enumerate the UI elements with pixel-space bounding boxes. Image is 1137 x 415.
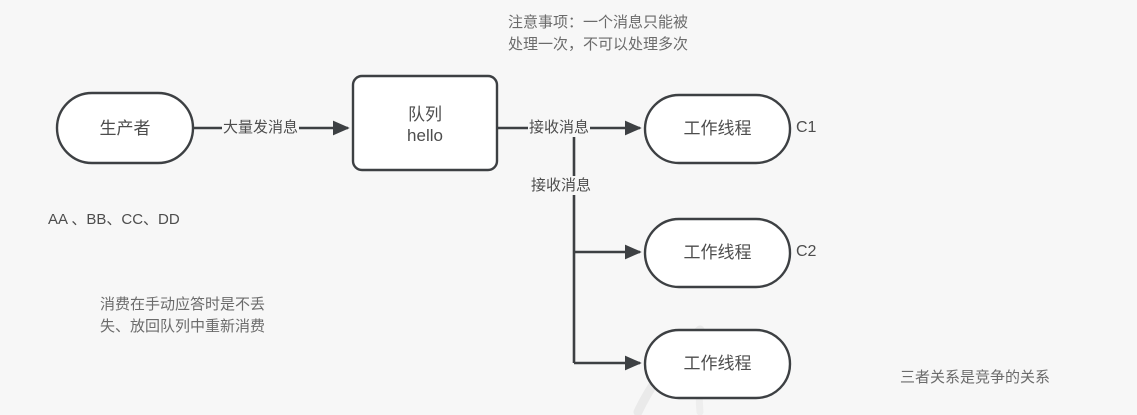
node-queue-shape <box>351 74 499 172</box>
node-producer-shape <box>55 91 195 165</box>
note-top: 注意事项：一个消息只能被 处理一次，不可以处理多次 <box>508 14 689 53</box>
edge-label-queue-to-worker1: 接收消息 <box>528 118 591 137</box>
note-manual-ack: 消费在手动应答时是不丢 失、放回队列中重新消费 <box>100 296 266 335</box>
node-worker1-shape <box>643 93 792 165</box>
edge-label-producer-to-queue: 大量发消息 <box>222 118 300 137</box>
worker1-tag: C1 <box>796 119 817 136</box>
message-list: AA 、BB、CC、DD <box>48 211 180 228</box>
node-worker2-shape <box>643 217 792 289</box>
edge-label-queue-branch: 接收消息 <box>530 176 593 195</box>
note-competition: 三者关系是竞争的关系 <box>900 369 1051 386</box>
worker2-tag: C2 <box>796 243 817 260</box>
node-worker3-shape <box>643 328 792 400</box>
